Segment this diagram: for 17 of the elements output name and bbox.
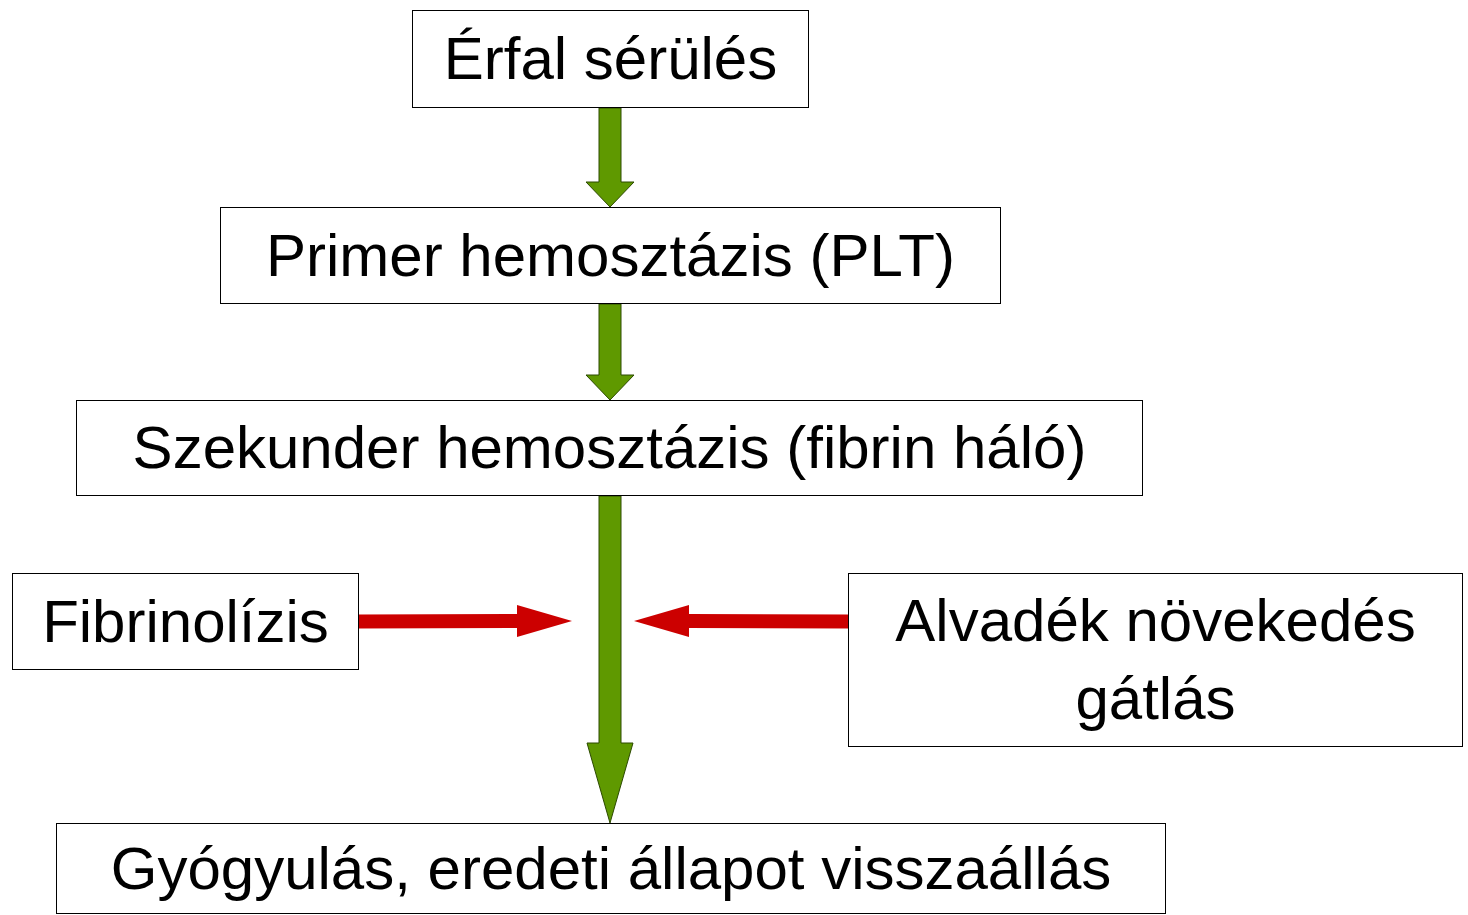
arrow	[585, 107, 635, 208]
arrow	[634, 605, 848, 638]
process-box	[412, 10, 809, 108]
arrow	[586, 495, 634, 824]
process-box	[848, 573, 1463, 747]
process-box	[76, 400, 1143, 496]
arrow	[359, 605, 572, 638]
box-label: Érfal sérülés	[443, 24, 778, 94]
process-box	[220, 207, 1001, 304]
box-label: Gyógyulás, eredeti állapot visszaállás	[110, 833, 1112, 904]
process-box	[56, 823, 1166, 914]
box-label: Primer hemosztázis (PLT)	[266, 220, 955, 291]
box-label: Fibrinolízis	[42, 586, 329, 657]
box-label: Szekunder hemosztázis (fibrin háló)	[132, 413, 1087, 483]
arrow	[585, 303, 635, 401]
process-box	[12, 573, 359, 670]
box-label: Alvadék növekedés gátlás	[894, 586, 1417, 734]
